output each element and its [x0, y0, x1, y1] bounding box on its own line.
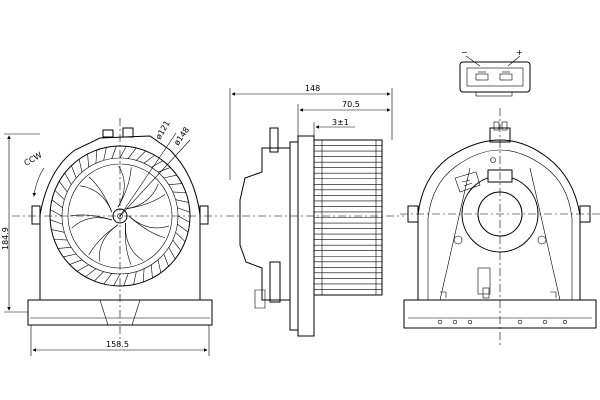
fan-blade: [151, 160, 164, 168]
fan-blade: [51, 229, 65, 233]
fan-blade: [175, 199, 189, 203]
diameter-outer-label: ø148: [172, 125, 191, 147]
fan-spoke: [128, 215, 166, 239]
fan-blade: [163, 174, 177, 179]
fan-blade: [113, 273, 121, 286]
fan-blade: [123, 273, 129, 287]
fan-blade: [175, 232, 186, 242]
fan-blade: [95, 149, 98, 164]
fan-blade: [53, 238, 68, 241]
fan-blade: [119, 146, 127, 159]
fan-blade: [63, 253, 77, 258]
fan-blade: [177, 207, 191, 213]
fan-spoke: [128, 215, 170, 229]
fan-blade: [85, 268, 97, 278]
fan-blade: [163, 253, 169, 267]
fan-blade: [157, 167, 171, 173]
connector-plus-label: +: [516, 48, 523, 57]
fan-blade: [54, 190, 65, 200]
fan-blade: [177, 224, 189, 233]
fan-spoke: [88, 224, 119, 256]
fan-wheel-side: [314, 140, 382, 295]
diameter-inner-label: ø121: [154, 119, 172, 141]
fan-spoke: [80, 185, 113, 213]
fan-blade: [136, 150, 146, 161]
fan-blade: [57, 247, 72, 249]
base-rivets: [437, 319, 568, 325]
height-dimension-label: 184.9: [1, 227, 10, 250]
fan-blade: [177, 215, 190, 223]
fan-blade: [157, 259, 162, 273]
fan-blade: [58, 181, 68, 193]
fan-blade: [50, 209, 63, 217]
fan-blade: [49, 219, 63, 225]
front-view: ø121 ø148 CCW 184.9 158.5: [1, 118, 222, 356]
fan-blade: [64, 172, 72, 185]
fan-blade: [103, 273, 112, 285]
fan-blade: [69, 259, 83, 265]
fan-blade: [133, 271, 137, 285]
fan-blade: [128, 147, 137, 159]
rotation-label: CCW: [23, 150, 44, 167]
rear-view: − +: [400, 48, 600, 345]
fan-spoke: [125, 194, 166, 210]
fan-blade: [172, 239, 182, 251]
fan-blade: [71, 165, 77, 179]
fan-blade: [142, 268, 145, 283]
fan-spoke: [69, 214, 112, 221]
fan-blade: [143, 154, 155, 164]
fan-spoke: [99, 224, 119, 262]
fan-spoke: [125, 223, 132, 265]
fan-blade: [168, 183, 183, 185]
fan-blade: [151, 264, 153, 279]
fan-blade: [172, 191, 187, 194]
electrical-connector: − +: [459, 48, 531, 97]
width-dimension-label: 158.5: [106, 340, 129, 349]
offset-label: 3±1: [332, 118, 349, 127]
connector-minus-label: −: [461, 48, 468, 57]
fan-blade: [168, 247, 176, 260]
fan-spoke: [71, 217, 112, 229]
total-length-label: 148: [305, 84, 320, 93]
fan-blade: [94, 271, 104, 282]
fan-spoke: [88, 176, 113, 213]
fan-blade: [76, 264, 89, 272]
fan-blade: [103, 147, 107, 161]
fan-blade: [87, 153, 89, 168]
side-view: 148 70.5 3±1: [226, 84, 404, 337]
fan-blade: [51, 199, 63, 208]
fan-blade: [111, 145, 117, 159]
wheel-length-label: 70.5: [342, 100, 360, 109]
fan-blade: [78, 159, 83, 173]
